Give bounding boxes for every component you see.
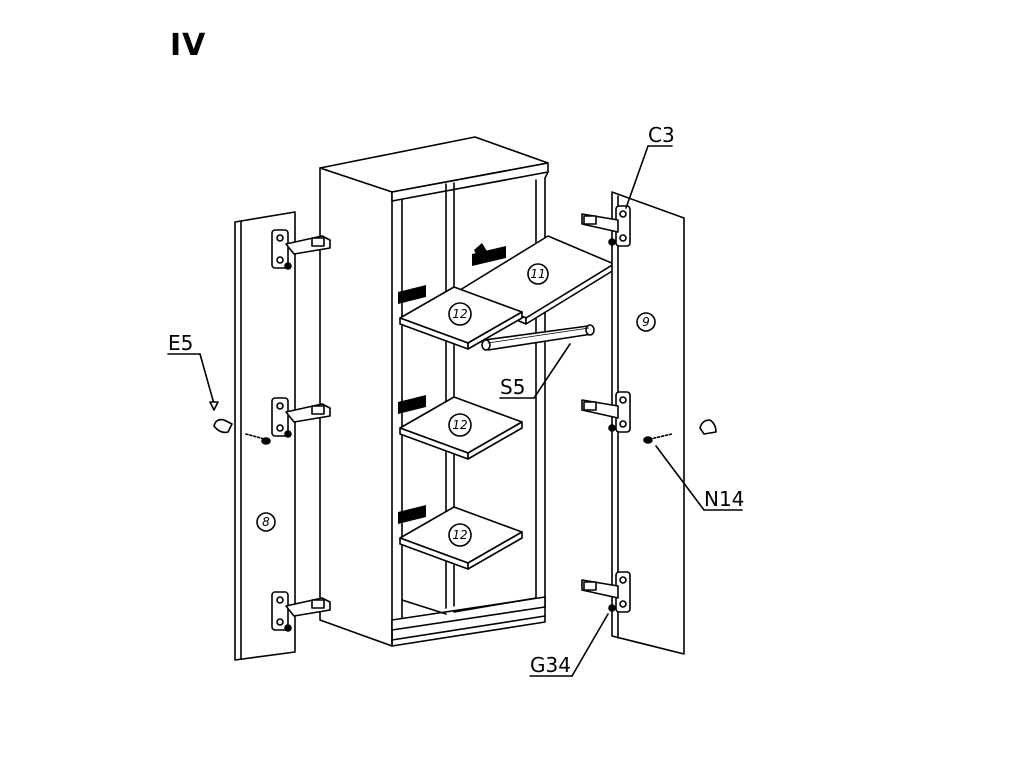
part-number-11: 11 — [527, 263, 549, 285]
shelf-lower-12 — [399, 506, 523, 570]
hinge-right-bottom — [581, 571, 631, 613]
hinge-left-top — [271, 229, 331, 270]
callout-e5: E5 — [167, 331, 219, 411]
svg-text:G34: G34 — [530, 653, 571, 677]
arrow-icon — [474, 243, 490, 262]
part-number-12-lower: 12 — [448, 523, 472, 547]
svg-text:9: 9 — [642, 315, 650, 329]
screw-right — [643, 433, 673, 444]
svg-text:8: 8 — [262, 515, 270, 529]
callout-n14: N14 — [655, 445, 744, 511]
knob-right — [699, 419, 717, 435]
hinge-left-bottom — [271, 591, 331, 632]
step-label: IV — [170, 28, 207, 63]
insertion-arrows — [398, 243, 506, 524]
part-number-12-upper: 12 — [448, 302, 472, 326]
svg-text:C3: C3 — [648, 123, 675, 147]
svg-text:11: 11 — [530, 267, 545, 281]
arrow-icon — [398, 285, 426, 304]
hinge-right-top — [581, 205, 631, 247]
svg-text:E5: E5 — [168, 331, 193, 355]
svg-text:S5: S5 — [500, 375, 525, 399]
screw-left — [245, 433, 271, 445]
hanging-rail — [481, 324, 595, 351]
knob-left — [213, 418, 233, 434]
svg-text:12: 12 — [452, 307, 467, 321]
part-number-12-middle: 12 — [448, 413, 472, 437]
callout-g34: G34 — [529, 613, 609, 677]
shelf-upper-12 — [399, 286, 523, 350]
hinge-left-middle — [271, 397, 331, 438]
arrow-icon — [398, 505, 426, 524]
callout-s5: S5 — [499, 343, 571, 399]
svg-text:12: 12 — [452, 418, 467, 432]
svg-text:12: 12 — [452, 528, 467, 542]
callout-c3: C3 — [625, 123, 675, 209]
svg-text:N14: N14 — [704, 487, 744, 511]
shelf-middle-12 — [399, 396, 523, 460]
arrow-icon — [398, 395, 426, 414]
hinge-right-middle — [581, 391, 631, 433]
left-door: 8 — [234, 211, 296, 661]
